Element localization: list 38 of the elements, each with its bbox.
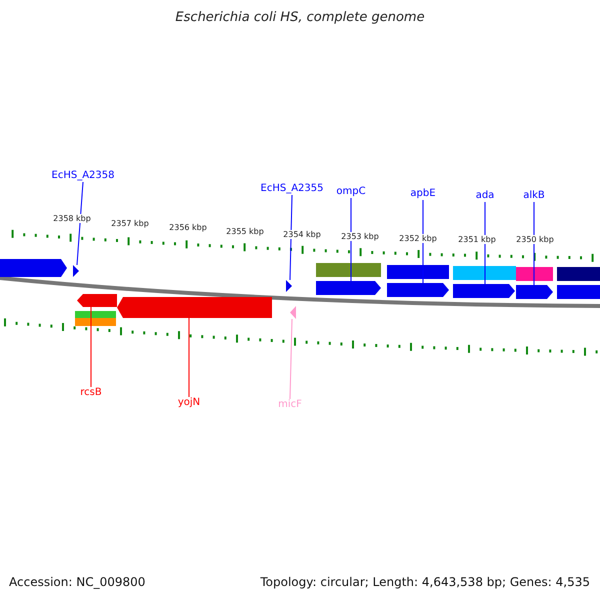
gene-label: micF xyxy=(278,399,302,411)
leader-line xyxy=(188,318,190,398)
leader-line xyxy=(350,198,352,282)
gene-feature xyxy=(516,285,553,299)
gene-label: alkB xyxy=(523,190,545,202)
scale-label: 2350 kbp xyxy=(515,235,555,244)
gene-label: ada xyxy=(476,190,494,202)
leader-line xyxy=(90,306,92,388)
gene-label: apbE xyxy=(410,188,436,200)
gene-label: ompC xyxy=(336,186,366,198)
title: Escherichia coli HS, complete genome xyxy=(175,10,425,25)
gene-marker xyxy=(73,265,79,277)
gene-label: yojN xyxy=(178,397,200,409)
scale-label: 2351 kbp xyxy=(457,235,497,244)
scale-label: 2358 kbp xyxy=(52,214,92,223)
gene-feature xyxy=(77,294,117,307)
scale-label: 2355 kbp xyxy=(225,227,265,236)
gene-label: rcsB xyxy=(80,387,102,399)
leader-line xyxy=(76,182,84,266)
footer-text: Topology: circular; Length: 4,643,538 bp; Genes: 4,535 xyxy=(260,575,590,589)
scale-label: 2357 kbp xyxy=(110,219,150,228)
gene-feature xyxy=(316,281,381,295)
gene-label: EcHS_A2355 xyxy=(260,183,324,195)
scale-label: 2354 kbp xyxy=(282,230,322,239)
gene-marker xyxy=(290,306,296,319)
leader-line xyxy=(290,194,292,280)
leader-line xyxy=(484,202,486,284)
gene-marker xyxy=(286,280,292,292)
gene-feature xyxy=(387,283,449,297)
leader-line xyxy=(422,200,424,284)
gene-feature xyxy=(453,284,515,298)
leader-line xyxy=(290,318,292,400)
gene-feature xyxy=(117,297,272,318)
scale-label: 2356 kbp xyxy=(168,223,208,232)
scale-label: 2352 kbp xyxy=(398,234,438,243)
scale-label: 2353 kbp xyxy=(340,232,380,241)
gene-label: EcHS_A2358 xyxy=(52,170,114,182)
footer-text: Accession: NC_009800 xyxy=(9,575,146,589)
